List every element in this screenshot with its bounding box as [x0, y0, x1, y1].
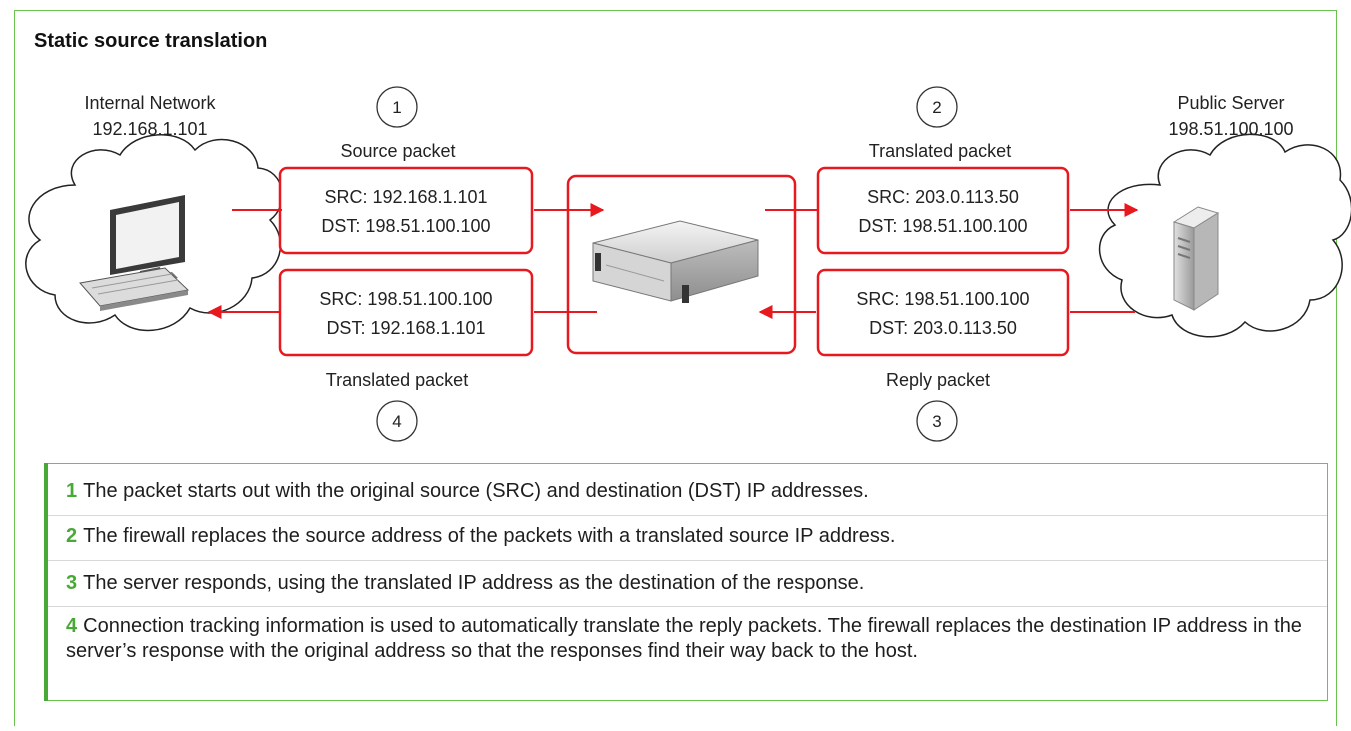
note-4-text: Connection tracking information is used … [66, 615, 1302, 662]
internal-network-ip: 192.168.1.101 [92, 119, 207, 139]
packet-3-dst: DST: 203.0.113.50 [869, 318, 1017, 338]
step-3-circle [916, 400, 958, 442]
step-1-circle [376, 86, 418, 128]
firewall-appliance-icon [592, 220, 759, 303]
packet-3-src: SRC: 198.51.100.100 [856, 289, 1029, 309]
computer-icon [79, 195, 190, 311]
packet-box-4 [278, 268, 534, 357]
note-2-number: 2 [66, 525, 78, 547]
step-4-number: 4 [392, 412, 401, 431]
packet-1-dst: DST: 198.51.100.100 [321, 216, 490, 236]
note-divider [48, 606, 1327, 607]
packet-4-dst: DST: 192.168.1.101 [326, 318, 485, 338]
public-server-cloud [1099, 133, 1351, 338]
packet-2-src: SRC: 203.0.113.50 [867, 187, 1019, 207]
step-3-number: 3 [932, 412, 941, 431]
nat-diagram: Internal Network 192.168.1.101 Public Se… [25, 86, 1351, 442]
note-3-number: 3 [66, 572, 78, 594]
step-2-number: 2 [932, 98, 941, 117]
step-3-label: Reply packet [886, 370, 990, 390]
public-server-label: Public Server [1177, 93, 1284, 113]
note-divider [48, 515, 1327, 516]
figure-title: Static source translation [34, 30, 268, 52]
figure-frame [14, 10, 1337, 726]
step-4-circle [376, 400, 418, 442]
server-tower-icon [1172, 206, 1220, 311]
note-1-text: The packet starts out with the original … [83, 480, 869, 502]
step-4-label: Translated packet [326, 370, 468, 390]
step-1-number: 1 [392, 98, 401, 117]
packet-box-1 [278, 166, 534, 255]
note-3-text: The server responds, using the translate… [83, 572, 865, 594]
packet-4-src: SRC: 198.51.100.100 [319, 289, 492, 309]
step-2-label: Translated packet [869, 141, 1011, 161]
step-2-circle [916, 86, 958, 128]
step-1-label: Source packet [340, 141, 455, 161]
internal-network-label: Internal Network [84, 93, 216, 113]
note-divider [48, 560, 1327, 561]
packet-box-2 [816, 166, 1070, 255]
packet-2-dst: DST: 198.51.100.100 [858, 216, 1027, 236]
note-4-number: 4 [66, 615, 78, 637]
note-2-text: The firewall replaces the source address… [83, 525, 896, 547]
public-server-ip: 198.51.100.100 [1168, 119, 1293, 139]
packet-1-src: SRC: 192.168.1.101 [324, 187, 487, 207]
note-1-number: 1 [66, 480, 78, 502]
packet-box-3 [816, 268, 1070, 357]
notes-accent-bar [44, 463, 48, 701]
